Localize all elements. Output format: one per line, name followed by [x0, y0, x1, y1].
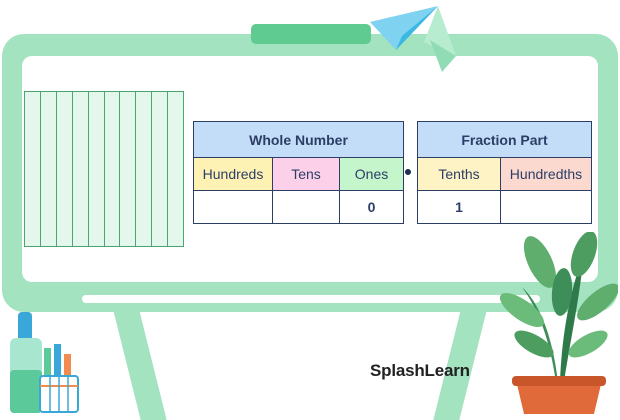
- board-rail: [82, 295, 540, 303]
- pencil-cup-icon: [39, 344, 79, 413]
- whole-number-table: Whole Number Hundreds Tens Ones 0: [193, 121, 404, 224]
- whole-number-header: Whole Number: [193, 121, 404, 158]
- paper-airplane-icon: [370, 6, 456, 72]
- strip-segment: [57, 92, 73, 246]
- strip-segment: [152, 92, 169, 246]
- value-ones: 0: [339, 190, 404, 224]
- strip-segment: [25, 92, 41, 246]
- value-tens: [272, 190, 340, 224]
- strip-segment: [136, 92, 153, 246]
- value-hundredths: [500, 190, 592, 224]
- fraction-part-table: Fraction Part Tenths Hundredths 1: [417, 121, 592, 224]
- col-hundredths: Hundredths: [500, 157, 592, 191]
- strip-segment: [168, 92, 183, 246]
- board-clip: [251, 24, 371, 44]
- easel-leg-left: [112, 305, 167, 420]
- value-tenths: 1: [417, 190, 501, 224]
- value-hundreds: [193, 190, 273, 224]
- strip-segment: [73, 92, 89, 246]
- potted-plant-icon: [500, 232, 618, 414]
- decimal-point: [405, 169, 411, 175]
- col-ones: Ones: [339, 157, 404, 191]
- brand-logo: SplashLearn: [370, 361, 470, 380]
- strip-segment: [41, 92, 57, 246]
- col-tens: Tens: [272, 157, 340, 191]
- strip-segment: [89, 92, 105, 246]
- col-tenths: Tenths: [417, 157, 501, 191]
- marker-bottle-icon: [10, 312, 42, 413]
- col-hundreds: Hundreds: [193, 157, 273, 191]
- strip-segment: [105, 92, 121, 246]
- fraction-part-header: Fraction Part: [417, 121, 592, 158]
- tenths-strip: [24, 91, 184, 247]
- strip-segment: [120, 92, 137, 246]
